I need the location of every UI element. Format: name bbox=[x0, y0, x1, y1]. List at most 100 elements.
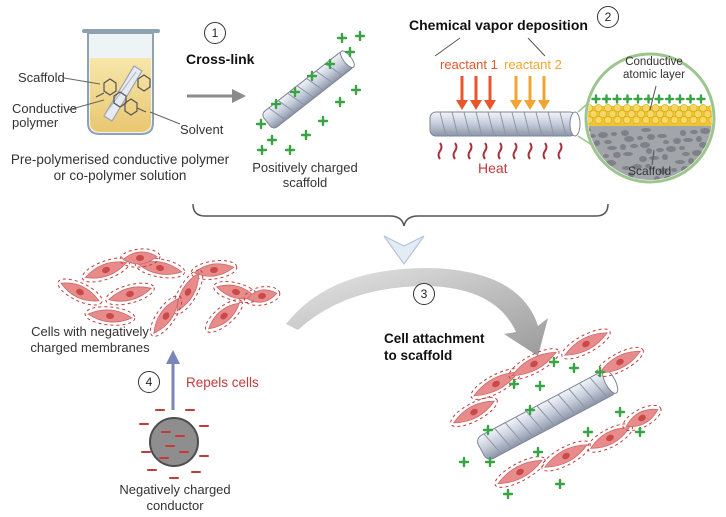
atom bbox=[604, 116, 612, 124]
gravel-grain bbox=[662, 154, 668, 160]
step-3-marker: 3 bbox=[413, 283, 435, 305]
gravel-grain bbox=[622, 166, 630, 170]
atom bbox=[694, 110, 702, 118]
attached-scaffold bbox=[477, 369, 619, 460]
plus-sign bbox=[534, 380, 546, 392]
cell bbox=[622, 404, 662, 432]
scaffold-label: Scaffold bbox=[18, 70, 65, 85]
gravel-grain bbox=[683, 138, 693, 142]
gravel-grain bbox=[654, 176, 660, 180]
cell bbox=[494, 456, 546, 488]
atom bbox=[670, 104, 679, 112]
cell bbox=[243, 286, 281, 306]
cell bbox=[84, 306, 136, 326]
attached-cells bbox=[450, 328, 662, 488]
atom bbox=[588, 116, 593, 124]
inset-plus-marks bbox=[591, 94, 706, 104]
gravel-grain bbox=[688, 158, 694, 164]
nucleus bbox=[126, 290, 134, 298]
nucleus bbox=[492, 380, 500, 388]
reactant-1-arrows bbox=[434, 37, 496, 110]
reactant-1-label: reactant 1 bbox=[440, 57, 498, 72]
gravel-grain bbox=[605, 174, 613, 180]
charged-scaffold-caption: Positively charged scaffold bbox=[252, 160, 358, 190]
atom bbox=[599, 110, 607, 118]
atom bbox=[637, 110, 645, 118]
nucleus bbox=[136, 254, 144, 262]
nucleus bbox=[156, 264, 164, 272]
nucleus bbox=[530, 360, 538, 368]
conductor-caption: Negatively charged conductor bbox=[119, 482, 231, 513]
nucleus bbox=[232, 288, 240, 296]
cell bbox=[149, 295, 183, 337]
gravel-grain bbox=[594, 140, 600, 146]
nucleus bbox=[210, 266, 218, 274]
atom bbox=[594, 116, 603, 124]
gravel-grain bbox=[588, 128, 591, 132]
gravel-grain bbox=[657, 134, 667, 138]
beaker-leader-lines bbox=[63, 77, 181, 125]
gravel-grain bbox=[588, 162, 592, 168]
plus-marks bbox=[255, 30, 366, 156]
plus-sign bbox=[266, 134, 278, 146]
cross-link-label: Cross-link bbox=[186, 51, 255, 67]
gravel-grain bbox=[680, 130, 686, 136]
cell bbox=[81, 257, 131, 283]
plus-sign bbox=[532, 446, 544, 458]
plus-sign bbox=[284, 144, 296, 156]
nucleus bbox=[516, 468, 524, 476]
cell bbox=[57, 278, 103, 306]
cell bbox=[213, 280, 259, 304]
cells-caption: Cells with negatively charged membranes bbox=[30, 324, 150, 355]
plus-sign bbox=[334, 96, 346, 108]
gravel-grain bbox=[632, 164, 642, 170]
gravel-grain bbox=[647, 134, 655, 140]
reactant-2-arrows bbox=[510, 37, 550, 110]
atom bbox=[604, 104, 612, 112]
gravel-grain bbox=[697, 172, 703, 176]
plus-sign bbox=[554, 478, 566, 490]
solvent-label: Solvent bbox=[180, 122, 224, 137]
cell bbox=[119, 248, 161, 268]
gravel-grain bbox=[692, 150, 702, 156]
gravel-grain bbox=[611, 132, 617, 136]
gravel-grain bbox=[630, 144, 638, 148]
repels-cells-label: Repels cells bbox=[186, 375, 259, 390]
atom bbox=[651, 116, 660, 124]
plus-sign bbox=[306, 70, 318, 82]
atom bbox=[661, 104, 669, 112]
nucleus bbox=[638, 414, 646, 422]
nucleus bbox=[76, 288, 84, 296]
gravel-grain bbox=[613, 152, 621, 158]
atom bbox=[589, 110, 598, 118]
gravel-grain bbox=[624, 136, 634, 142]
atom bbox=[608, 110, 617, 118]
attachment-arrow bbox=[286, 268, 548, 356]
gravel-grain bbox=[637, 136, 643, 140]
plus-sign bbox=[696, 94, 706, 104]
atom bbox=[665, 110, 674, 118]
atom bbox=[594, 104, 603, 112]
plus-sign bbox=[664, 94, 675, 104]
inset-scaffold-label: Scaffold bbox=[628, 164, 672, 178]
plus-sign bbox=[502, 488, 514, 500]
polymer-hexagons bbox=[95, 74, 151, 116]
atom bbox=[680, 116, 688, 124]
cell bbox=[450, 396, 498, 428]
plus-sign bbox=[484, 456, 496, 468]
atom bbox=[703, 110, 712, 118]
charged-scaffold bbox=[262, 50, 355, 129]
atom bbox=[623, 104, 631, 112]
step-1-marker: 1 bbox=[204, 22, 226, 44]
atom bbox=[623, 116, 631, 124]
atom bbox=[632, 116, 641, 124]
gravel-grain bbox=[679, 146, 685, 150]
atom bbox=[689, 116, 698, 124]
atom bbox=[642, 104, 650, 112]
plus-sign bbox=[685, 94, 696, 104]
plus-sign bbox=[354, 30, 366, 42]
gravel-grain bbox=[645, 164, 651, 168]
atom bbox=[670, 116, 679, 124]
